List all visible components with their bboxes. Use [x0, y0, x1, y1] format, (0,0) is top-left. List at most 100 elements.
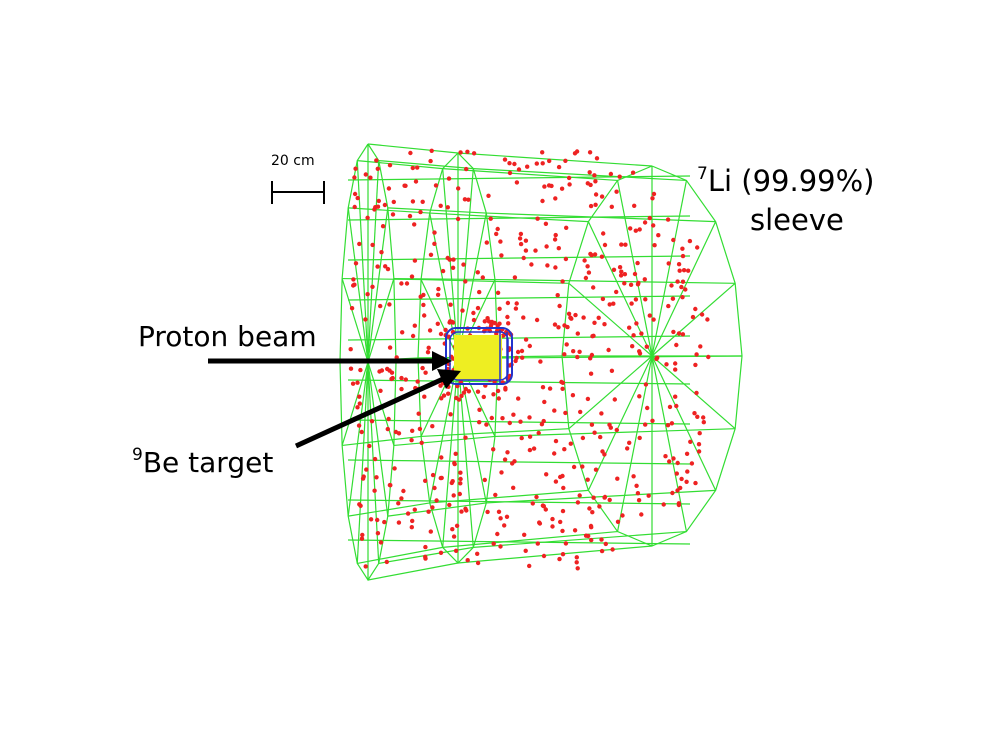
- sleeve-longitudinal-line: [494, 428, 736, 438]
- sleeve-ring-spoke: [356, 160, 369, 363]
- hit-point: [420, 199, 425, 204]
- sleeve-longitudinal-line: [387, 207, 487, 214]
- hit-point: [566, 311, 572, 316]
- hit-point: [475, 560, 481, 566]
- hit-point: [680, 295, 685, 300]
- hit-point: [357, 241, 362, 247]
- hit-point: [510, 461, 515, 466]
- sleeve-grid-line: [347, 379, 691, 385]
- hit-point: [588, 356, 593, 361]
- hit-point: [592, 320, 597, 325]
- target-frame: [445, 327, 513, 385]
- hit-point: [466, 389, 472, 394]
- hit-point: [627, 440, 632, 445]
- hit-point: [506, 321, 511, 326]
- hit-point: [561, 485, 566, 491]
- hit-point: [695, 414, 700, 419]
- hit-point: [511, 412, 516, 417]
- hit-point: [690, 314, 696, 320]
- hit-point: [600, 296, 606, 302]
- hit-point: [666, 261, 671, 266]
- hit-point: [575, 331, 580, 336]
- hit-point: [623, 242, 628, 247]
- hit-point: [370, 284, 375, 289]
- hit-point: [632, 203, 637, 208]
- hit-point: [618, 273, 624, 278]
- hit-point: [351, 277, 356, 282]
- hit-point: [505, 450, 510, 455]
- sleeve-grid-line: [347, 255, 691, 261]
- hit-point: [696, 449, 702, 454]
- hit-point: [432, 485, 437, 491]
- sleeve-longitudinal-line: [421, 428, 569, 438]
- hit-point: [491, 541, 496, 546]
- sleeve-longitudinal-line: [457, 152, 653, 167]
- sleeve-longitudinal-line: [457, 545, 653, 564]
- hit-point: [602, 322, 607, 327]
- hit-point: [356, 423, 362, 428]
- hit-point: [458, 481, 463, 486]
- hit-point: [458, 476, 463, 482]
- hit-point: [360, 476, 366, 481]
- hit-point: [673, 361, 678, 366]
- hit-point: [504, 514, 510, 519]
- hit-point: [423, 544, 428, 550]
- sleeve-ring-spoke: [367, 160, 380, 363]
- hit-point: [477, 420, 482, 425]
- hit-point: [566, 175, 572, 181]
- be-target-arrow: [294, 376, 445, 449]
- hit-point: [538, 359, 543, 364]
- hit-point: [348, 347, 353, 352]
- hit-point: [458, 150, 463, 155]
- hit-point: [445, 205, 450, 210]
- hit-point: [680, 279, 686, 284]
- hit-point: [457, 491, 462, 497]
- hit-point: [675, 460, 680, 466]
- hit-point: [534, 494, 539, 500]
- hit-point: [610, 547, 615, 552]
- hit-point: [507, 161, 512, 166]
- hit-point: [494, 231, 499, 237]
- hit-point: [676, 502, 682, 508]
- hit-point: [632, 271, 638, 277]
- hit-point: [557, 556, 562, 562]
- hit-point: [602, 242, 608, 248]
- hit-point: [571, 349, 576, 354]
- hit-point: [572, 528, 578, 533]
- hit-point: [421, 292, 426, 298]
- hit-point: [405, 511, 411, 516]
- hit-point: [527, 434, 533, 439]
- hit-point: [435, 292, 441, 297]
- hit-point: [642, 277, 647, 282]
- hit-point: [519, 348, 525, 354]
- hit-point: [463, 279, 468, 284]
- hit-point: [439, 396, 444, 401]
- hit-point: [375, 264, 380, 269]
- hit-point: [507, 170, 513, 176]
- hit-point: [385, 266, 391, 272]
- sleeve-grid-line: [347, 539, 691, 545]
- hit-point: [574, 560, 579, 565]
- hit-point: [410, 199, 416, 204]
- hit-point: [556, 246, 561, 251]
- hit-point: [628, 282, 634, 287]
- hit-point: [587, 150, 593, 155]
- hit-point: [560, 386, 565, 391]
- hit-point: [459, 393, 464, 399]
- hit-point: [592, 173, 597, 178]
- hit-point: [534, 317, 540, 323]
- hit-point: [550, 524, 555, 529]
- hit-point: [637, 435, 642, 441]
- hit-point: [697, 431, 702, 436]
- hit-point: [386, 416, 391, 422]
- sleeve-grid-line: [347, 215, 691, 221]
- sleeve-longitudinal-line: [393, 277, 495, 281]
- hit-point: [392, 466, 397, 471]
- sleeve-longitudinal-line: [473, 530, 687, 548]
- hit-point: [693, 480, 698, 486]
- hit-point: [650, 196, 655, 201]
- hit-point: [686, 268, 691, 273]
- hit-point: [634, 483, 639, 488]
- hit-point: [404, 281, 410, 286]
- hit-point: [552, 237, 558, 242]
